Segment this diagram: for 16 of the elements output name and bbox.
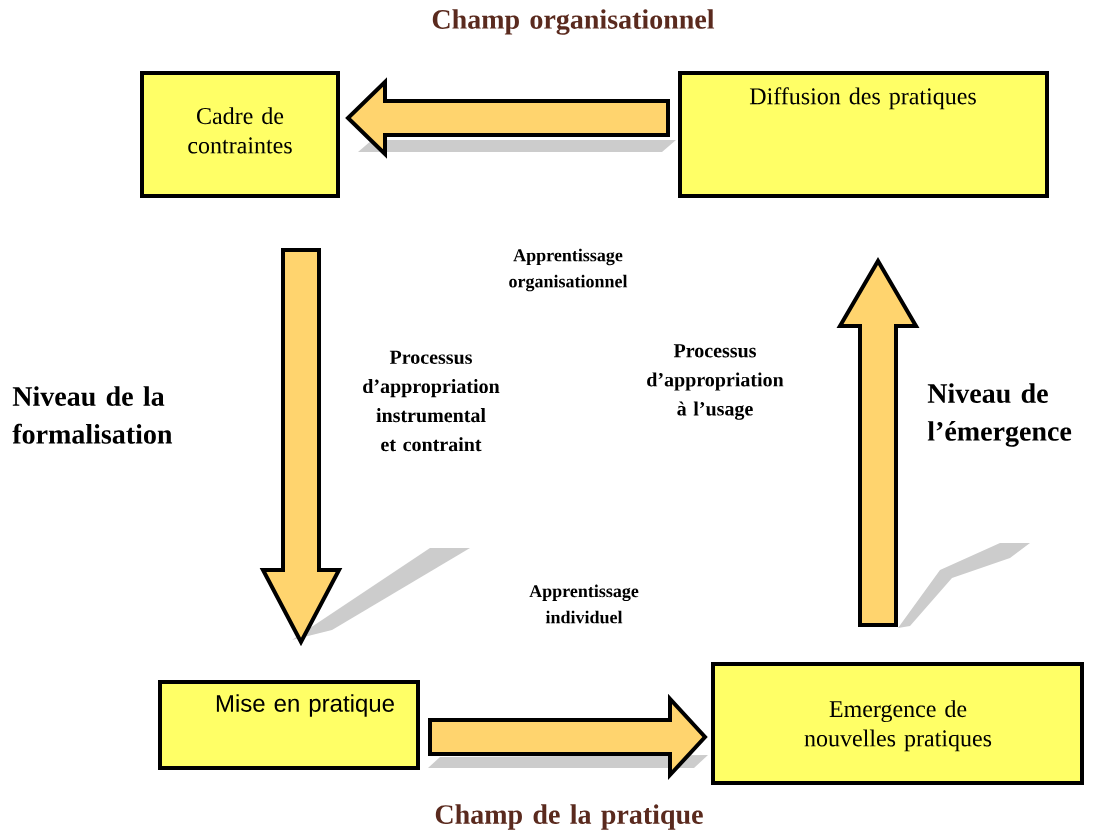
heading: Champ de la pratique <box>435 804 703 830</box>
process-box: Emergence de nouvelles pratiques <box>711 662 1084 785</box>
heading: Champ organisationnel <box>432 9 715 35</box>
process-box: Mise en pratique <box>158 680 420 770</box>
block-arrow <box>428 693 708 781</box>
process-box: Cadre de contraintes <box>140 71 340 198</box>
block-arrow <box>345 77 670 159</box>
annotation-text: Apprentissage organisationnel <box>509 248 628 292</box>
process-box: Diffusion des pratiques <box>678 71 1049 198</box>
annotation-text: Processus d’appropriation à l’usage <box>647 344 784 420</box>
annotation-text: Processus d’appropriation instrumental et contraint <box>363 350 500 452</box>
annotation-text: Apprentissage individuel <box>529 584 639 624</box>
side-label: Niveau de l’émergence <box>927 383 1072 447</box>
side-label: Niveau de la formalisation <box>12 386 173 444</box>
block-arrow <box>259 248 343 647</box>
block-arrow <box>836 257 920 627</box>
